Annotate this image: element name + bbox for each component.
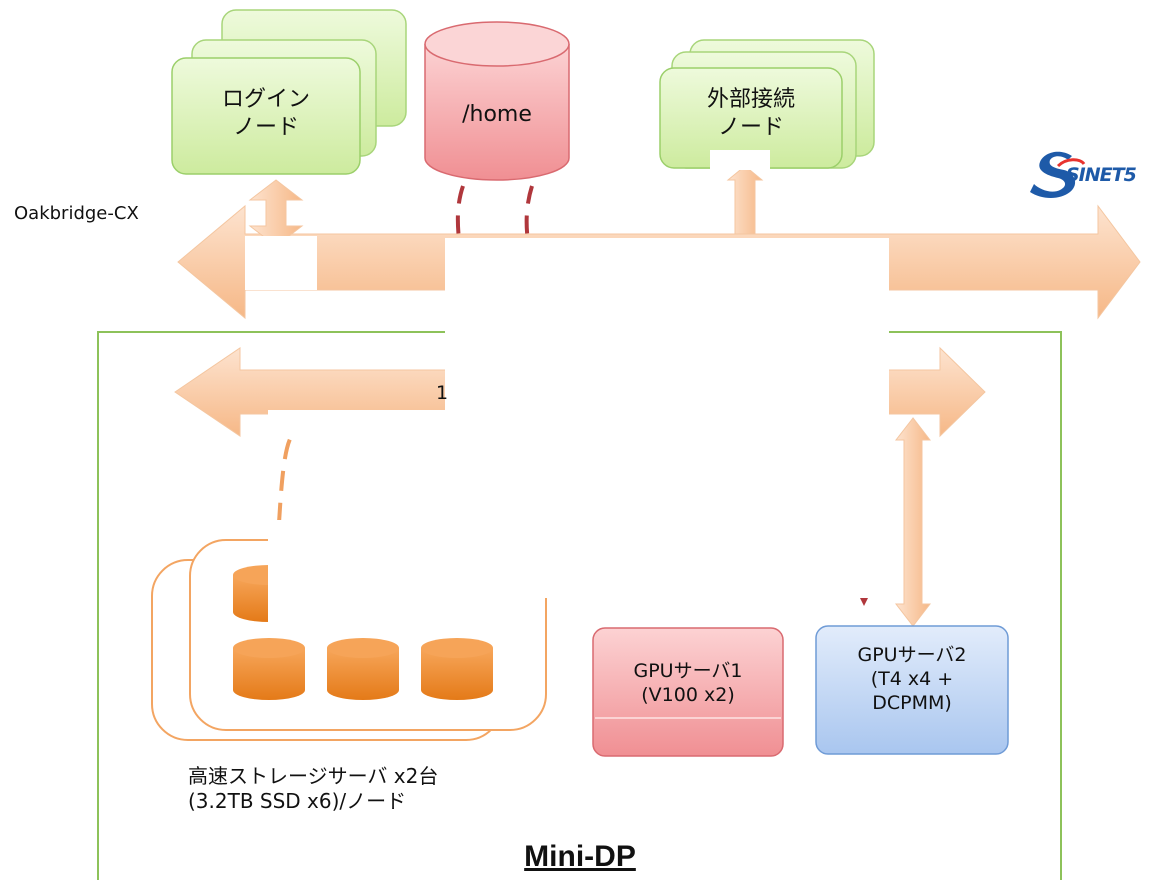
- gpu-server-2-line-2: (T4 x4 +: [870, 667, 954, 690]
- gpu-server-1-box: [592, 627, 784, 757]
- login-node-line-1: ログイン: [221, 87, 310, 112]
- storage-server-line-2: (3.2TB SSD x6)/ノード: [188, 789, 407, 813]
- external-node-label: 外部接続 ノード: [660, 86, 842, 141]
- sinet5-logo: [1030, 151, 1086, 198]
- external-node-stack: [659, 39, 875, 169]
- storage-server-line-1: 高速ストレージサーバ x2台: [188, 764, 439, 788]
- login-node-label: ログイン ノード: [172, 86, 360, 141]
- gpu-server-2-line-1: GPUサーバ2: [857, 644, 967, 666]
- gpu-server-2-box: [815, 625, 1009, 755]
- storage-server-label: 高速ストレージサーバ x2台 (3.2TB SSD x6)/ノード: [188, 764, 438, 814]
- external-node-line-2: ノード: [717, 114, 784, 140]
- gpu-server-2-label: GPUサーバ2 (T4 x4 + DCPMM): [816, 644, 1008, 715]
- ssd-disk: [421, 638, 493, 700]
- external-node-link-arrow: [726, 165, 764, 235]
- sinet5-logo-text: SINET5: [1066, 164, 1137, 186]
- external-node-line-1: 外部接続: [706, 87, 795, 112]
- ssd-disk: [233, 638, 305, 700]
- oakbridge-network-label: Oakbridge-CX: [14, 203, 139, 224]
- home-storage-label: /home: [462, 102, 532, 127]
- gpu-server-1-label: GPUサーバ1 (V100 x2): [593, 660, 783, 708]
- gpu-server-1-line-2: (V100 x2): [641, 683, 735, 706]
- ssd-disk: [327, 638, 399, 700]
- login-node-line-2: ノード: [232, 114, 299, 140]
- home-storage-cylinder: [424, 21, 570, 181]
- mini-dp-title: Mini-DP: [524, 840, 636, 873]
- mini-dp-network-label-fragment: 1: [436, 382, 449, 404]
- gpu-server-2-line-3: DCPMM): [872, 691, 952, 714]
- gpu-server-2-link-arrow: [894, 417, 932, 627]
- login-node-stack: [171, 9, 407, 175]
- gpu-server-1-line-1: GPUサーバ1: [633, 660, 743, 682]
